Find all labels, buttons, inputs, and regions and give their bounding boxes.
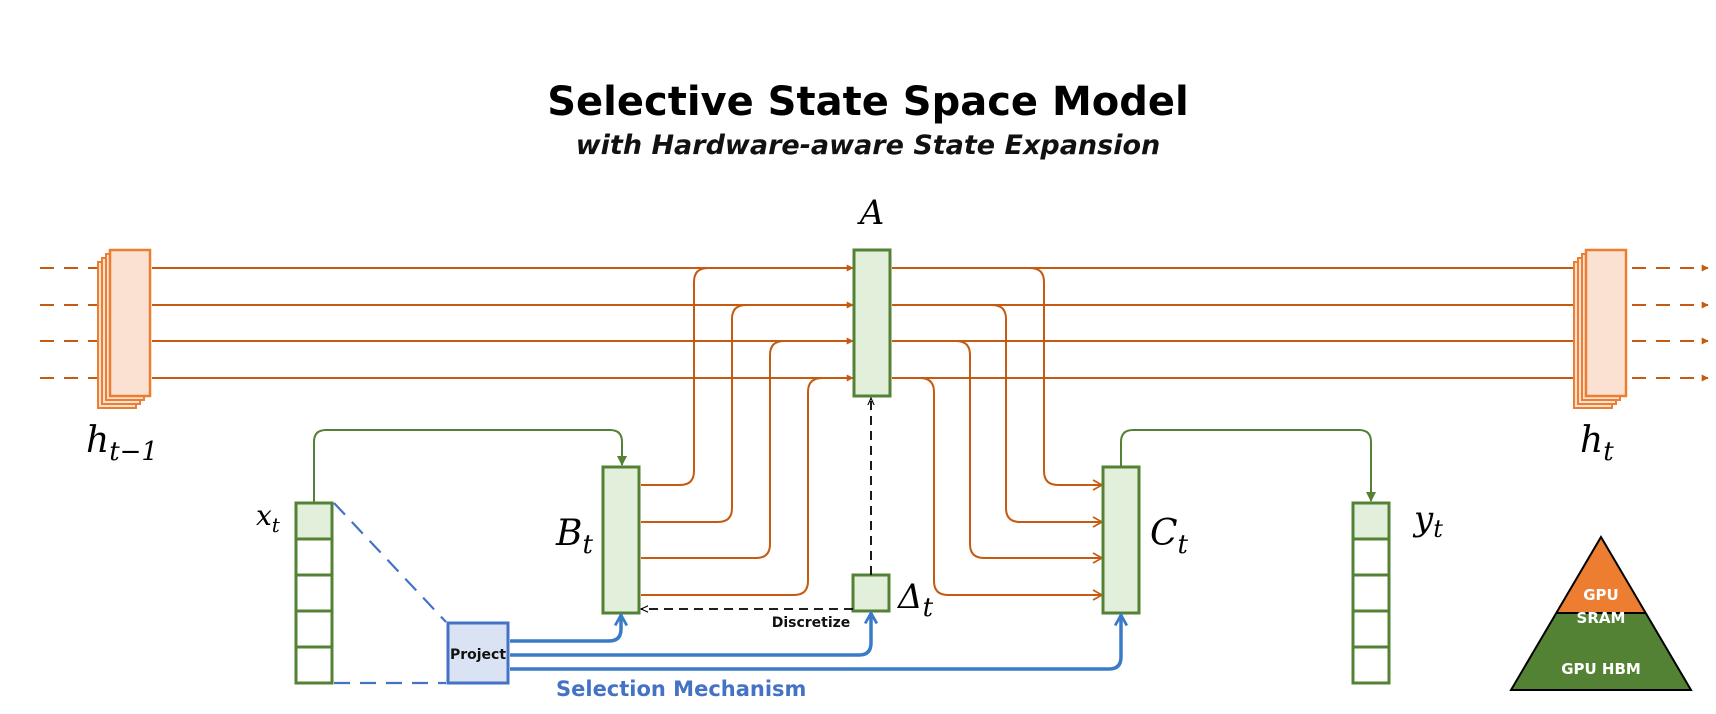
- y-label: yt: [1412, 499, 1443, 543]
- project-label: Project: [450, 647, 506, 663]
- b-block: [601, 465, 641, 615]
- gpu-hbm-tier: [1511, 613, 1691, 690]
- projection-line-top: [333, 502, 447, 623]
- delta-label: Δt: [896, 577, 934, 623]
- y-column: [1351, 501, 1391, 685]
- diagram-subtitle: with Hardware-aware State Expansion: [576, 130, 1161, 161]
- gpu-hbm-label: GPU HBM: [1561, 660, 1641, 678]
- state-input-dashes: [40, 264, 107, 382]
- gpu-pyramid: GPU SRAM GPU HBM: [1509, 535, 1693, 691]
- state-output-dashes: [1632, 264, 1709, 382]
- discretize-label: Discretize: [772, 615, 851, 631]
- gpu-sram-tier: [1556, 537, 1646, 613]
- h-t-label: ht: [1580, 420, 1614, 467]
- diagram-title: Selective State Space Model: [547, 79, 1189, 125]
- x-column: [294, 501, 334, 685]
- b-label: Bt: [555, 513, 593, 560]
- a-block: [852, 248, 892, 398]
- h-prev-stack: [97, 248, 152, 409]
- selection-arrows: [510, 613, 1121, 671]
- gpu-sram-label-1: GPU: [1583, 586, 1619, 604]
- c-label: Ct: [1150, 513, 1189, 560]
- a-label: A: [857, 193, 885, 233]
- project-box: [446, 621, 510, 685]
- gpu-sram-label-2: SRAM: [1577, 609, 1626, 627]
- selection-mechanism-label: Selection Mechanism: [556, 677, 806, 701]
- state-lines: [152, 264, 1584, 382]
- c-to-y-arrow: [1120, 429, 1376, 502]
- b-to-state-connectors: [641, 267, 850, 596]
- state-to-c-connectors: [919, 267, 1104, 601]
- h-t-stack: [1573, 248, 1628, 409]
- x-label: xt: [256, 499, 281, 537]
- c-block: [1101, 465, 1141, 615]
- x-to-b-arrow: [313, 429, 627, 503]
- h-prev-label: ht−1: [86, 420, 158, 467]
- delta-block: [851, 573, 891, 613]
